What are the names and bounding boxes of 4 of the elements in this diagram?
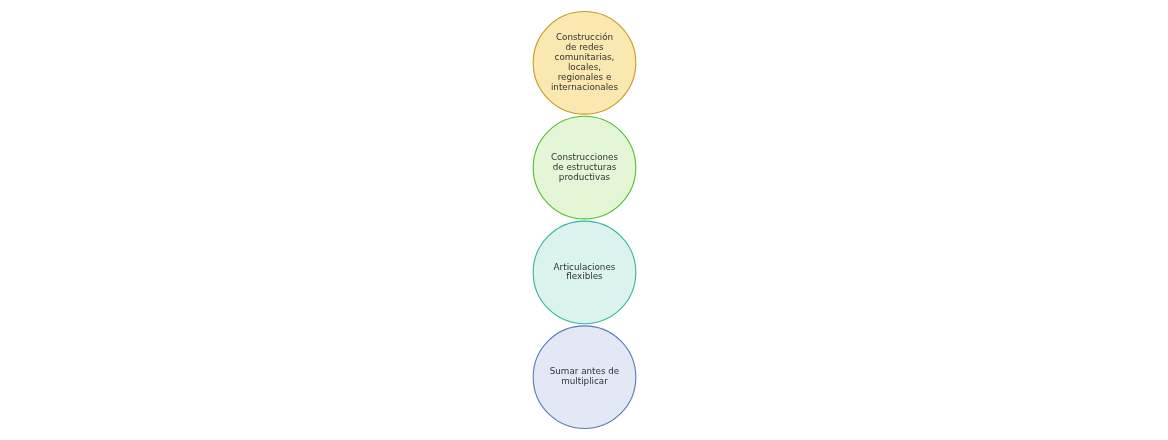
node-circle: Sumar antes de multiplicar xyxy=(532,325,636,430)
node-circle: Construcciones de estructuras productivas xyxy=(532,115,636,220)
node-circle: Construcción de redes comunitarias, locales, regionales e internacionales xyxy=(532,10,636,115)
node-circle: Articulaciones flexibles xyxy=(532,220,636,325)
